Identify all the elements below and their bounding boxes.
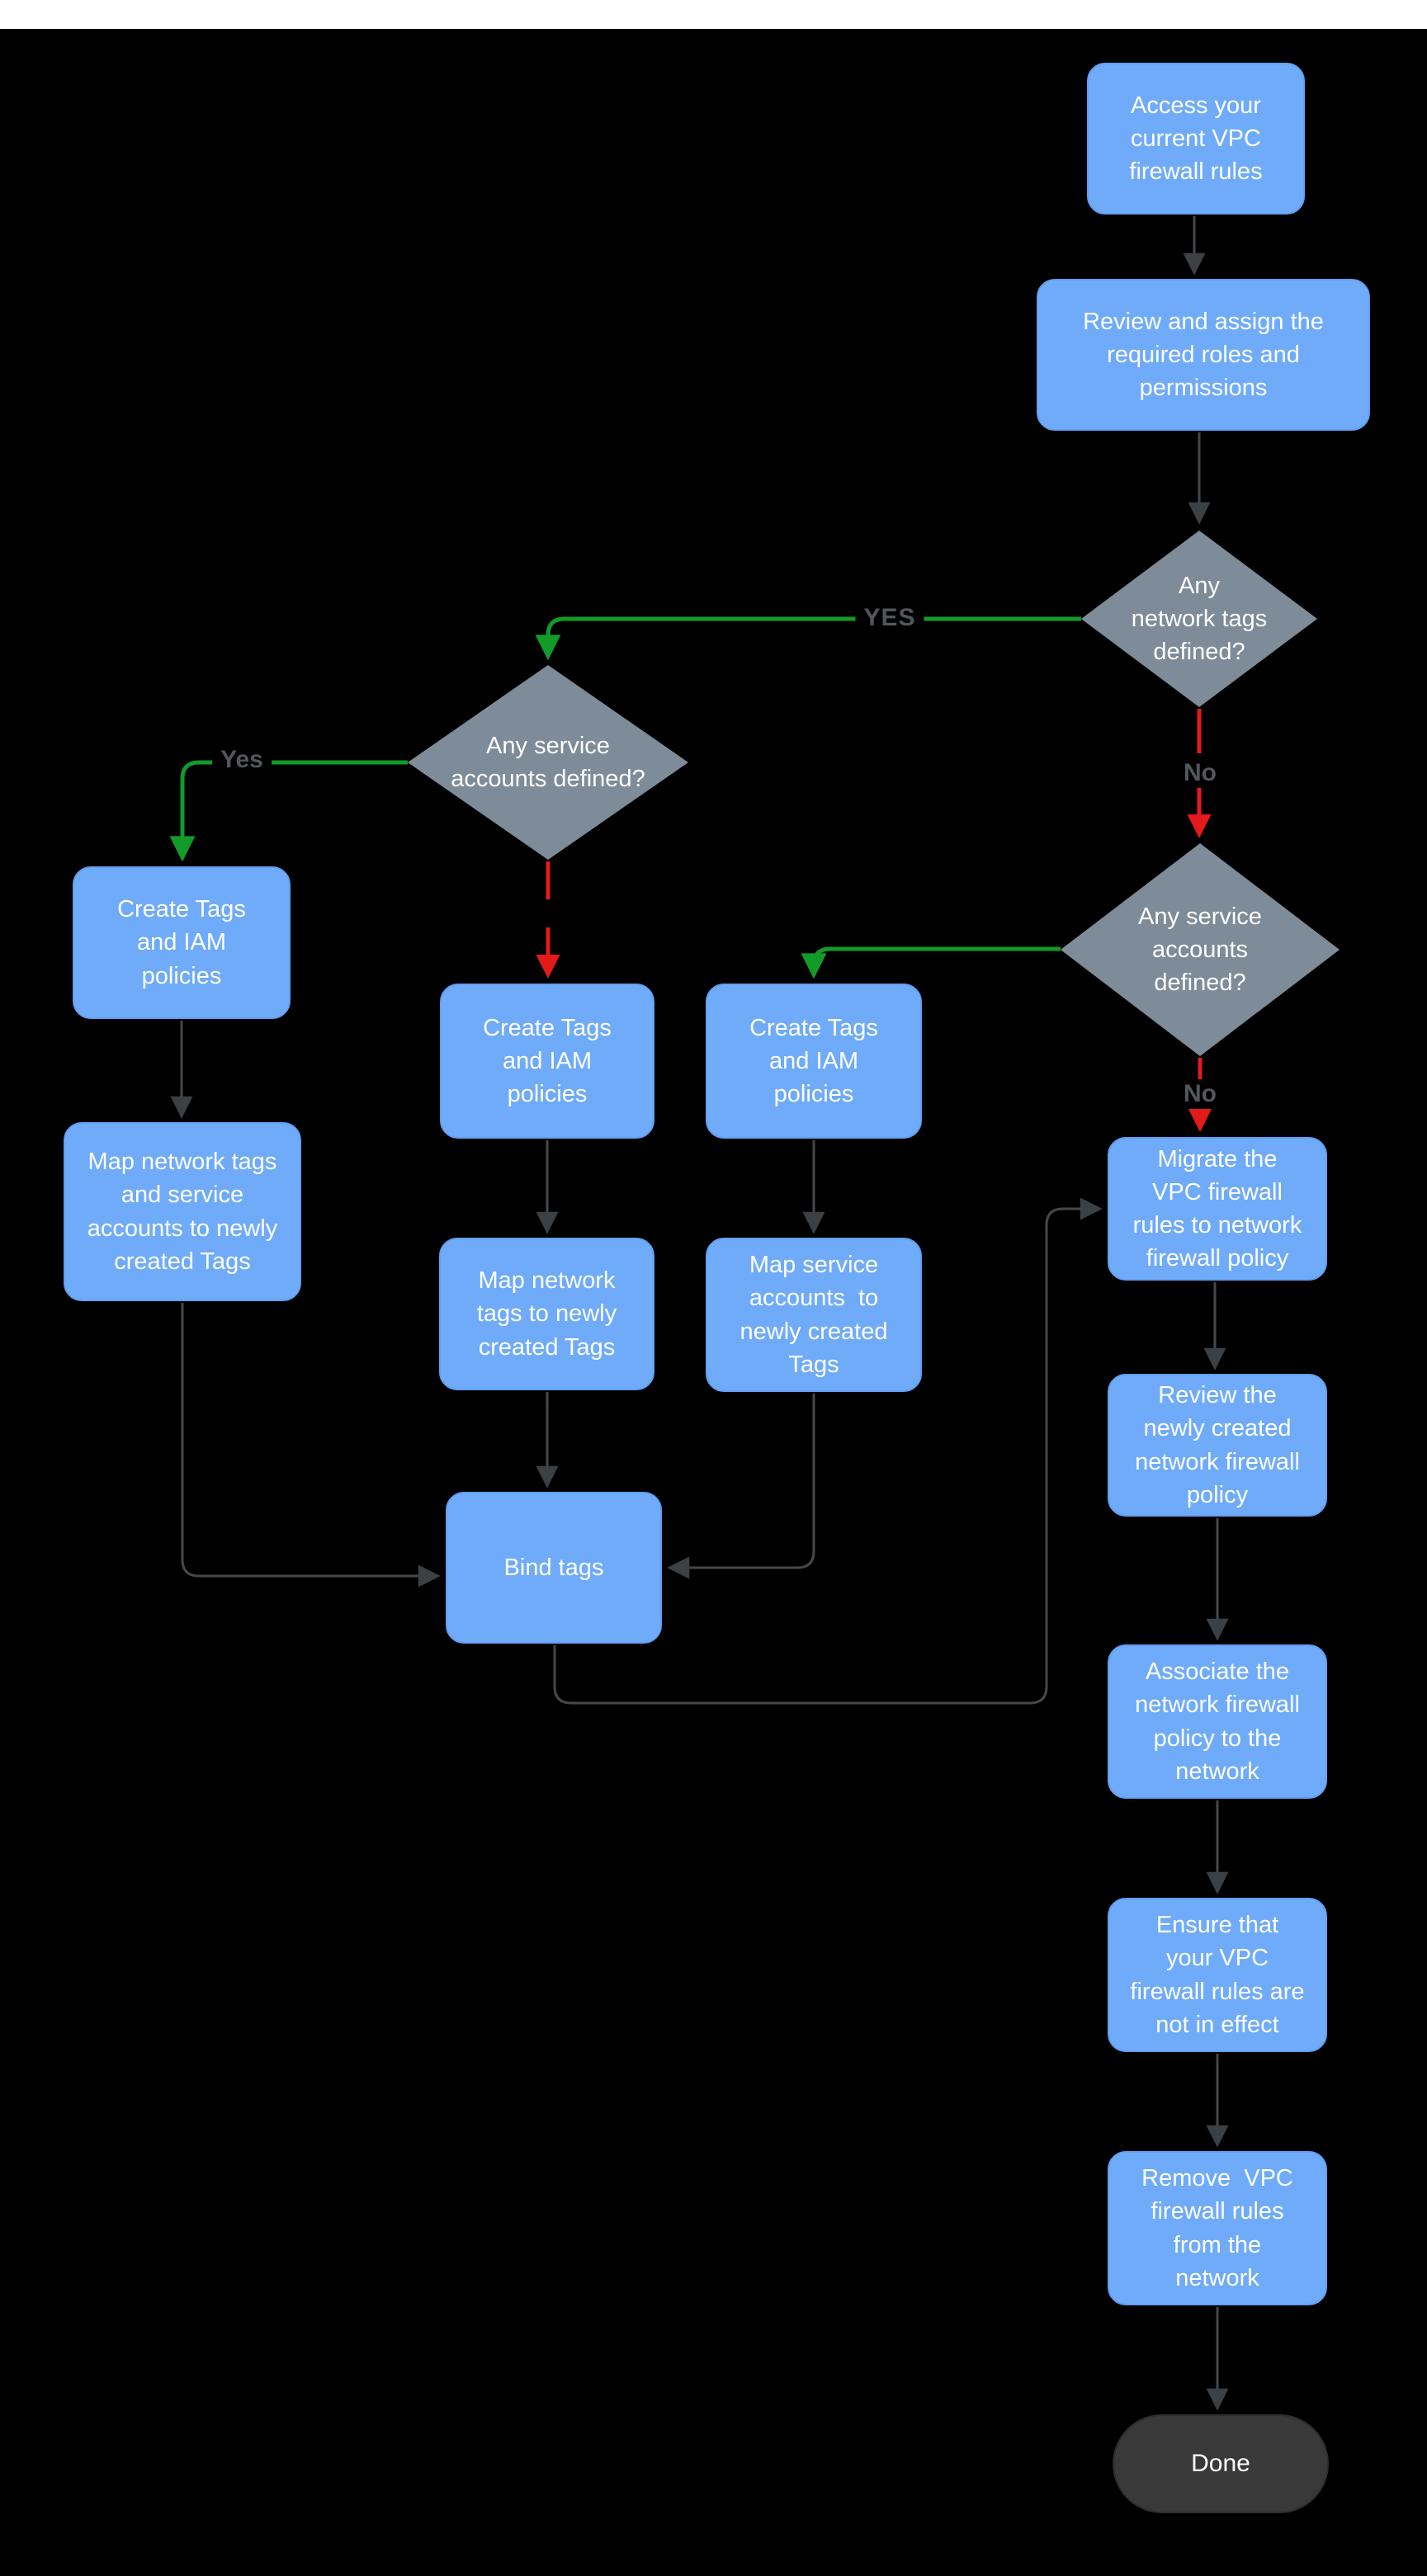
- step-create-tags-iam-left: Create Tags and IAM policies: [73, 866, 291, 1019]
- node-label: Ensure that your VPC firewall rules are …: [1130, 1912, 1305, 2038]
- edge-yes-to-create-tags-right: [801, 946, 1061, 979]
- edge-yes-to-create-tags-left: [169, 760, 408, 862]
- edge-bind-tags-to-migrate: [553, 1197, 1103, 1705]
- edge-label-no-lower: No: [1175, 1079, 1225, 1109]
- node-label: Any service accounts defined?: [451, 732, 645, 792]
- edge-label-yes-upper: YES: [855, 603, 924, 633]
- edge-yes-to-left-service-decision: [535, 616, 1081, 661]
- step-bind-tags: Bind tags: [446, 1492, 662, 1644]
- node-label: Done: [1191, 2450, 1250, 2478]
- node-label: Remove VPC firewall rules from the netwo…: [1141, 2165, 1293, 2291]
- step-create-tags-iam-middle: Create Tags and IAM policies: [440, 984, 654, 1139]
- edge-map-left-to-bind-tags: [181, 1303, 441, 1588]
- node-label: Access your current VPC firewall rules: [1129, 92, 1263, 185]
- node-label: Create Tags and IAM policies: [749, 1014, 878, 1107]
- node-label: Any service accounts defined?: [1138, 903, 1262, 996]
- node-label: Review the newly created network firewal…: [1135, 1382, 1300, 1508]
- node-label: Map service accounts to newly created Ta…: [739, 1252, 888, 1378]
- node-label: Migrate the VPC firewall rules to networ…: [1132, 1145, 1302, 1272]
- node-label: Create Tags and IAM policies: [483, 1014, 612, 1107]
- step-migrate-vpc-firewall-rules: Migrate the VPC firewall rules to networ…: [1108, 1137, 1327, 1281]
- edge-label-no-right: No: [1175, 758, 1225, 788]
- node-label: Any network tags defined?: [1131, 572, 1268, 665]
- terminal-done: Done: [1113, 2414, 1329, 2513]
- edge-map-right-to-bind-tags: [667, 1394, 815, 1579]
- step-remove-vpc-firewall-rules: Remove VPC firewall rules from the netwo…: [1108, 2151, 1327, 2305]
- step-map-network-tags-and-service-accounts: Map network tags and service accounts to…: [64, 1122, 301, 1301]
- step-access-vpc-firewall-rules: Access your current VPC firewall rules: [1087, 63, 1305, 215]
- node-label: Associate the network firewall policy to…: [1135, 1658, 1300, 1785]
- node-label: Create Tags and IAM policies: [117, 896, 246, 989]
- node-label: Bind tags: [503, 1554, 604, 1581]
- node-label: Map network tags and service accounts to…: [87, 1149, 278, 1275]
- step-create-tags-iam-right: Create Tags and IAM policies: [706, 984, 922, 1139]
- top-margin-bar: [0, 0, 1427, 29]
- node-label: Map network tags to newly created Tags: [476, 1267, 617, 1361]
- step-map-network-tags: Map network tags to newly created Tags: [439, 1238, 654, 1390]
- step-review-network-firewall-policy: Review the newly created network firewal…: [1108, 1374, 1327, 1517]
- step-review-assign-roles: Review and assign the required roles and…: [1037, 279, 1370, 431]
- step-map-service-accounts: Map service accounts to newly created Ta…: [706, 1238, 922, 1392]
- step-ensure-vpc-rules-not-in-effect: Ensure that your VPC firewall rules are …: [1108, 1898, 1327, 2052]
- step-associate-network-firewall-policy: Associate the network firewall policy to…: [1108, 1644, 1327, 1799]
- node-label: Review and assign the required roles and…: [1083, 308, 1324, 401]
- edge-label-yes-left: Yes: [212, 745, 272, 775]
